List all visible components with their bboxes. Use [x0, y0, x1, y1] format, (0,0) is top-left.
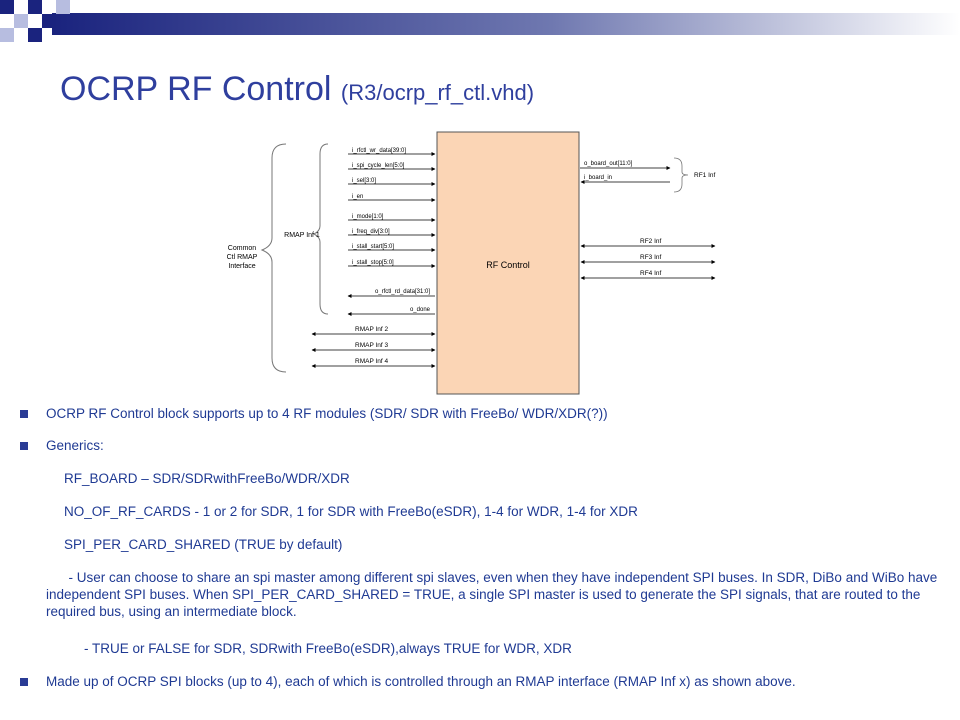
page-title: OCRP RF Control (R3/ocrp_rf_ctl.vhd)	[60, 70, 534, 109]
bullet-marker	[20, 442, 28, 450]
rf-other-interfaces: RF2 Inf RF3 Inf RF4 Inf	[580, 238, 716, 280]
rf-label: RF2 Inf	[640, 238, 662, 245]
group-label-2: Ctl RMAP	[227, 254, 258, 261]
group-label-3: Interface	[228, 263, 255, 270]
generic-line: RF_BOARD – SDR/SDRwithFreeBo/WDR/XDR	[64, 471, 350, 486]
rf-control-diagram: RF Control Common Ctl RMAP Interface RMA…	[210, 128, 770, 396]
board-out-label: o_board_out[11:0]	[584, 161, 633, 167]
rmap-label: RMAP Inf 2	[355, 326, 389, 333]
input-label: i_freq_div[3:0]	[352, 229, 390, 235]
input-label: i_stall_start[5:0]	[352, 244, 394, 250]
input-label: i_rfctl_wr_data[39:0]	[352, 148, 406, 154]
rf1-signals: o_board_out[11:0] i_board_in RF1 Inf	[580, 157, 716, 193]
rmap1-label: RMAP Inf 1	[284, 232, 320, 239]
input-label: i_stall_stop[5:0]	[352, 260, 394, 266]
bullet-text: Made up of OCRP SPI blocks (up to 4), ea…	[46, 674, 796, 689]
input-label: i_mode[1:0]	[352, 214, 384, 220]
generic-line: NO_OF_RF_CARDS - 1 or 2 for SDR, 1 for S…	[64, 504, 638, 519]
rmap1-brace	[312, 143, 329, 315]
output-signals: o_rfctl_rd_data[31:0] o_done	[347, 289, 435, 316]
board-in-label: i_board_in	[584, 175, 612, 181]
bullet-text: Generics:	[46, 438, 104, 453]
input-signals: i_rfctl_wr_data[39:0] i_spi_cycle_len[5:…	[348, 148, 436, 268]
generic-line: - TRUE or FALSE for SDR, SDRwith FreeBo(…	[84, 641, 572, 656]
header-bar-graphic	[0, 0, 960, 42]
title-file: (R3/ocrp_rf_ctl.vhd)	[340, 80, 535, 105]
rf-label: RF3 Inf	[640, 254, 662, 261]
header-decoration	[0, 0, 960, 50]
bullet-marker	[20, 410, 28, 418]
rmap-label: RMAP Inf 3	[355, 342, 389, 349]
generic-paragraph: - User can choose to share an spi master…	[46, 570, 942, 619]
rmap-label: RMAP Inf 4	[355, 358, 389, 365]
output-label: o_rfctl_rd_data[31:0]	[375, 289, 430, 295]
group-brace	[260, 143, 287, 373]
diagram-svg: RF Control Common Ctl RMAP Interface RMA…	[227, 131, 716, 395]
rf1-brace	[673, 157, 689, 193]
input-label: i_en	[352, 194, 363, 200]
rf1-label: RF1 Inf	[694, 172, 716, 179]
rf-control-block	[436, 131, 580, 395]
input-label: i_sel[3:0]	[352, 178, 376, 184]
generic-line: SPI_PER_CARD_SHARED (TRUE by default)	[64, 537, 343, 552]
bullet-text: OCRP RF Control block supports up to 4 R…	[46, 406, 608, 421]
bullet-marker	[20, 678, 28, 686]
output-label: o_done	[410, 307, 431, 313]
rf-label: RF4 Inf	[640, 270, 662, 277]
rmap-other-interfaces: RMAP Inf 2 RMAP Inf 3 RMAP Inf 4	[311, 326, 436, 368]
rf-control-label: RF Control	[486, 260, 530, 270]
input-label: i_spi_cycle_len[5:0]	[352, 163, 405, 169]
group-label-1: Common	[228, 245, 257, 252]
title-main: OCRP RF Control	[60, 70, 332, 108]
